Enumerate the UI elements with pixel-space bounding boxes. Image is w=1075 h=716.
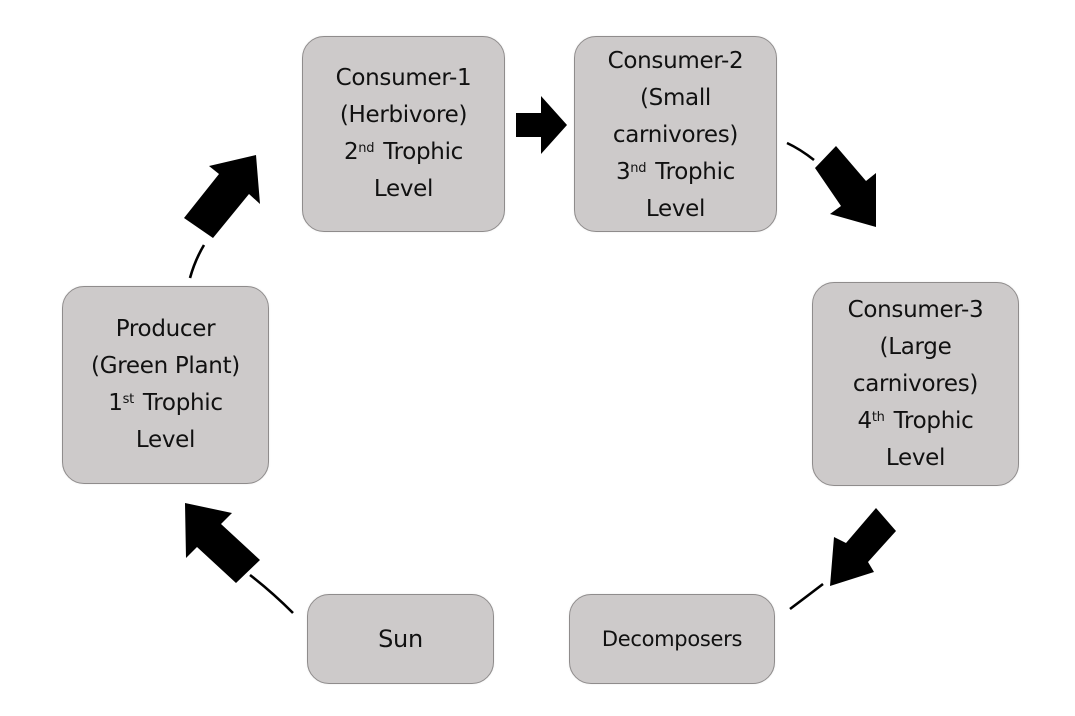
- ordinal-suffix: th: [871, 409, 885, 425]
- node-line: Sun: [378, 624, 423, 653]
- ordinal-suffix: st: [122, 392, 135, 407]
- node-sun: Sun: [307, 594, 494, 684]
- trophic-label: Trophic: [886, 407, 974, 434]
- node-line: Level: [885, 444, 946, 471]
- ordinal-suffix: nd: [630, 160, 647, 176]
- trophic-label: Trophic: [135, 390, 223, 416]
- node-consumer-2: Consumer-2 (Small carnivores) 3nd Trophi…: [574, 36, 777, 232]
- node-line: (Small: [639, 84, 712, 111]
- node-line-trophic: 2nd Trophic: [344, 134, 463, 171]
- node-line: (Green Plant): [91, 353, 240, 379]
- trophic-number: 1: [108, 390, 123, 416]
- node-line: Level: [135, 427, 196, 453]
- node-line: Consumer-1: [335, 65, 472, 91]
- node-line: Level: [373, 176, 434, 202]
- trophic-number: 3: [615, 158, 631, 185]
- connector-sun-to-producer: [249, 573, 294, 614]
- node-line: carnivores): [612, 121, 739, 148]
- trophic-number: 4: [857, 407, 873, 434]
- node-line: Consumer-2: [607, 47, 744, 74]
- node-line: Producer: [115, 316, 216, 342]
- node-line: Level: [645, 195, 706, 222]
- node-line-trophic: 1st Trophic: [108, 385, 223, 422]
- node-line: carnivores): [852, 370, 979, 397]
- trophic-label: Trophic: [376, 139, 464, 165]
- connector-consumer-2-to-consumer-3: [786, 141, 815, 162]
- trophic-number: 2: [343, 139, 359, 165]
- ordinal-suffix: nd: [358, 141, 375, 156]
- node-decomposers: Decomposers: [569, 594, 775, 684]
- arrow-sun-to-producer: [185, 503, 260, 583]
- arrow-consumer-1-to-consumer-2: [516, 96, 567, 154]
- node-line: Consumer-3: [847, 296, 984, 323]
- arrow-producer-to-consumer-1: [184, 155, 260, 238]
- node-consumer-3: Consumer-3 (Large carnivores) 4th Trophi…: [812, 282, 1019, 486]
- arrow-consumer-3-to-decomposers: [830, 508, 896, 586]
- arrow-consumer-2-to-consumer-3: [815, 146, 876, 227]
- node-line: Decomposers: [601, 626, 743, 651]
- node-line-trophic: 4th Trophic: [858, 403, 974, 440]
- connector-producer-to-consumer-1: [188, 244, 206, 279]
- node-line: (Large: [879, 333, 952, 360]
- trophic-label: Trophic: [648, 158, 736, 185]
- node-line: (Herbivore): [339, 102, 468, 128]
- node-line-trophic: 3nd Trophic: [616, 154, 735, 191]
- node-producer: Producer (Green Plant) 1st Trophic Level: [62, 286, 269, 484]
- connector-consumer-3-to-decomposers: [789, 582, 824, 611]
- node-consumer-1: Consumer-1 (Herbivore) 2nd Trophic Level: [302, 36, 505, 232]
